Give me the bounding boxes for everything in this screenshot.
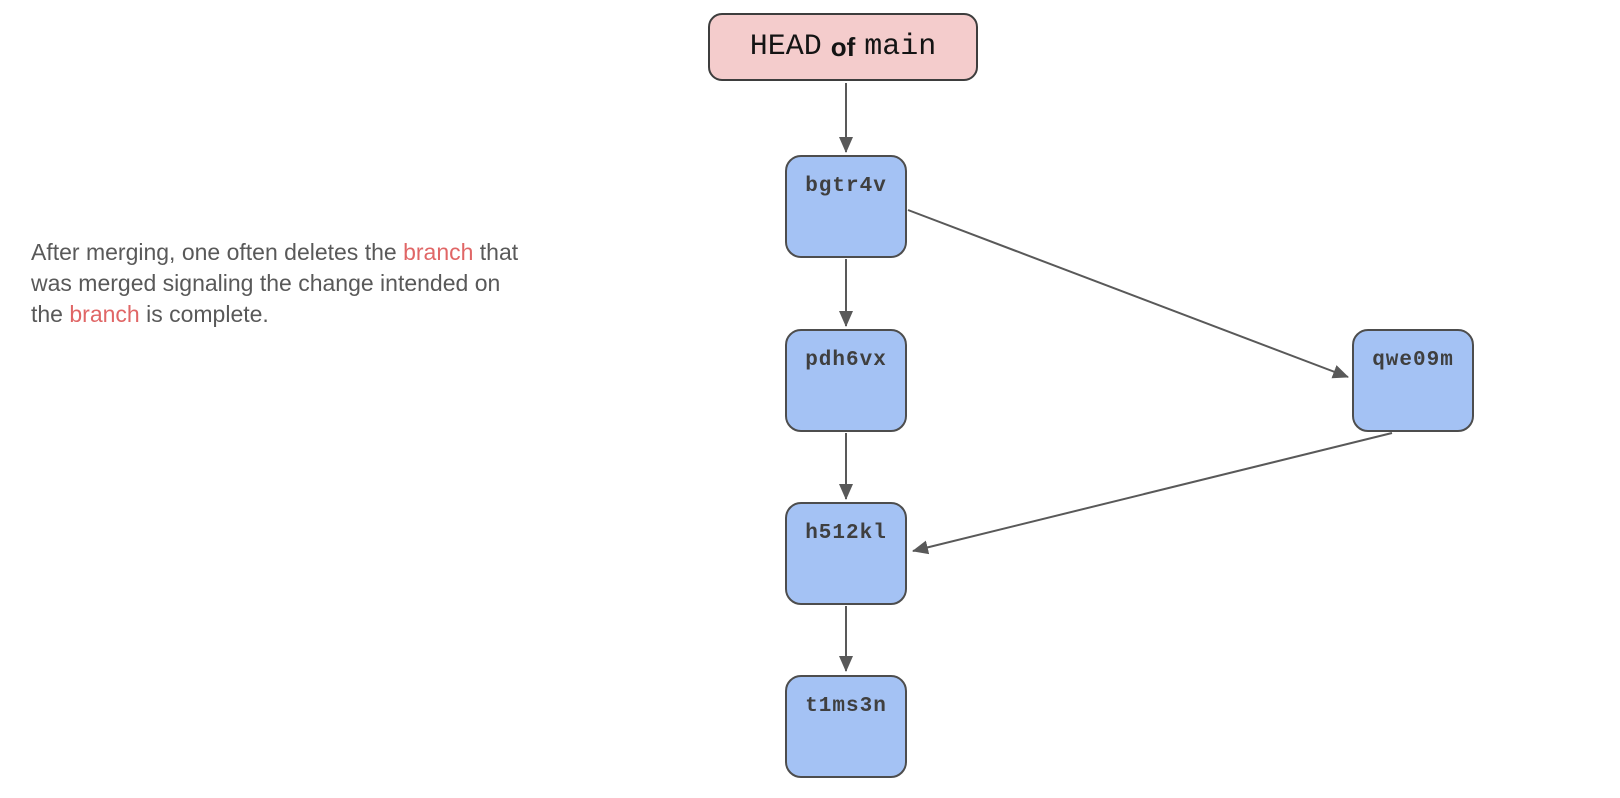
edge-qwe09m-to-h512kl [912, 432, 1393, 555]
annotation-text: is complete. [139, 301, 269, 327]
commit-label: pdh6vx [805, 349, 887, 372]
head-label-head: HEAD [749, 30, 822, 64]
annotation-line-2: was merged signaling the change intended… [31, 268, 518, 299]
edge-bgtr4v-to-qwe09m [907, 209, 1349, 379]
commit-node-t1ms3n: t1ms3n [785, 675, 907, 778]
annotation-highlight-branch: branch [403, 239, 474, 265]
annotation-text: the [31, 301, 70, 327]
annotation-highlight-branch: branch [69, 301, 140, 327]
head-label-ref: main [864, 30, 937, 64]
commit-label: t1ms3n [805, 695, 887, 718]
commit-node-qwe09m: qwe09m [1352, 329, 1474, 432]
annotation-line-3: the branch is complete. [31, 299, 518, 330]
commit-label: qwe09m [1372, 349, 1454, 372]
commit-label: bgtr4v [805, 175, 887, 198]
annotation-text: After merging, one often deletes the [31, 239, 404, 265]
annotation-paragraph: After merging, one often deletes the bra… [31, 237, 518, 330]
commit-label: h512kl [805, 522, 887, 545]
annotation-text: that [473, 239, 519, 265]
commit-node-h512kl: h512kl [785, 502, 907, 605]
commit-node-pdh6vx: pdh6vx [785, 329, 907, 432]
annotation-text: was merged signaling the change intended… [31, 270, 501, 296]
commit-node-bgtr4v: bgtr4v [785, 155, 907, 258]
head-label-of: of [830, 31, 856, 62]
annotation-line-1: After merging, one often deletes the bra… [31, 237, 518, 268]
